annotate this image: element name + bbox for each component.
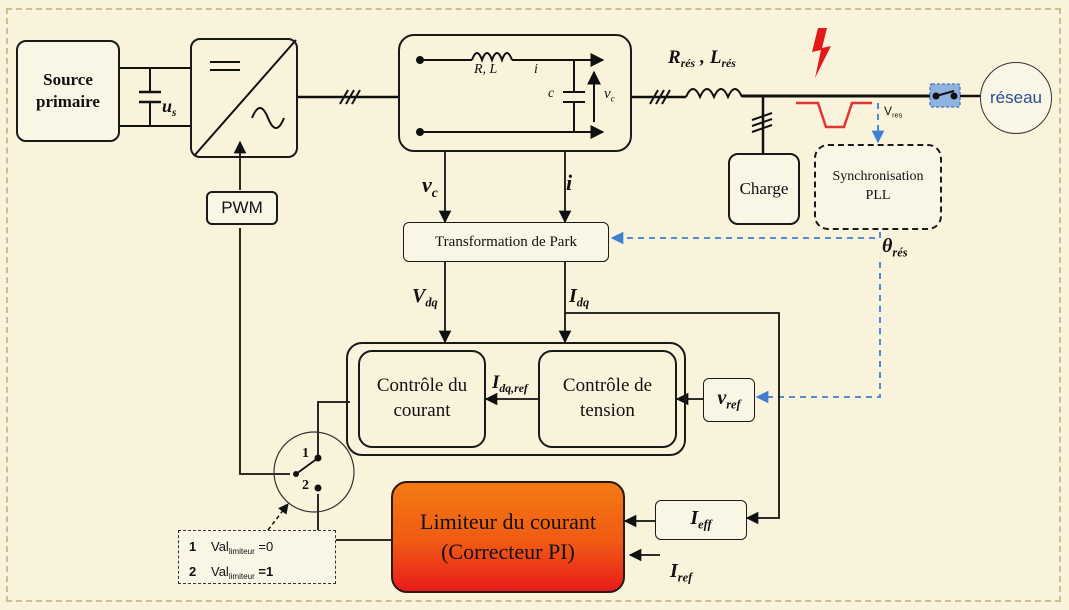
limiter-line1: Limiteur du courant <box>420 509 596 535</box>
filter-vc-label: vc <box>604 86 615 105</box>
capacitor-icon <box>139 90 161 104</box>
dc-link <box>120 67 190 127</box>
idq-label: Idq <box>569 285 590 310</box>
vres-label: Vres <box>884 104 903 120</box>
inductor-icon <box>685 88 743 100</box>
voltage-dip-icon <box>796 101 872 129</box>
charge-label: Charge <box>739 179 789 198</box>
vdq-label: Vdq <box>412 285 438 310</box>
ieff-block: Ieff <box>655 500 747 540</box>
inverter-block <box>190 38 298 158</box>
filter-block <box>398 34 632 152</box>
us-label: us <box>162 96 177 119</box>
controller-group <box>346 342 686 456</box>
limiter-line2: (Correcteur PI) <box>441 539 575 564</box>
grid-label: réseau <box>990 88 1042 107</box>
filter-c-label: c <box>548 86 555 101</box>
inverter-symbol-icon <box>193 39 297 157</box>
fault-bolt-icon <box>812 28 831 78</box>
switch-pos2-label: 2 <box>302 478 309 493</box>
dashed-frame <box>6 8 1061 602</box>
pwm-block: PWM <box>206 191 278 225</box>
ieff-label: Ieff <box>690 507 712 532</box>
idqref-label: Idq,ref <box>492 372 528 396</box>
inductor-icon <box>471 52 513 63</box>
current-control-label: Contrôle du courant <box>376 375 468 421</box>
filter-rl-label: R, L <box>474 62 498 77</box>
triple-phase-mark-icon <box>751 112 773 133</box>
switch-pos1-label: 1 <box>302 446 309 461</box>
filter-i-label: i <box>534 62 538 77</box>
sync-pll-label: Synchronisation PLL <box>832 169 924 203</box>
park-block: Transformation de Park <box>403 222 609 262</box>
source-label: Source primaire <box>36 69 100 111</box>
voltage-control-block: Contrôle de tension <box>538 350 677 448</box>
sync-links <box>610 103 885 404</box>
sync-pll-block: Synchronisation PLL <box>814 144 942 230</box>
theta-label: θrés <box>882 235 908 260</box>
iref-label: Iref <box>670 560 693 585</box>
i-signal-label: i <box>566 170 573 195</box>
breaker-switch-icon <box>929 83 961 108</box>
voltage-control-label: Contrôle de tension <box>562 375 653 421</box>
limiter-block: Limiteur du courant (Correcteur PI) <box>391 481 625 593</box>
grid-block: réseau <box>980 62 1052 134</box>
vref-label: vref <box>717 387 741 412</box>
triple-phase-mark-icon <box>339 89 361 105</box>
charge-block: Charge <box>728 153 800 225</box>
park-label: Transformation de Park <box>435 233 577 250</box>
source-block: Source primaire <box>16 40 120 142</box>
vc-signal-label: vc <box>422 172 438 200</box>
pwm-label: PWM <box>221 198 263 217</box>
vref-block: vref <box>703 378 755 422</box>
r-res-label: Rrés,Lrés <box>668 47 736 71</box>
filter-internals <box>416 53 605 139</box>
selector-switch-icon <box>273 431 355 513</box>
triple-phase-mark-icon <box>649 89 671 105</box>
current-control-block: Contrôle du courant <box>358 350 486 448</box>
